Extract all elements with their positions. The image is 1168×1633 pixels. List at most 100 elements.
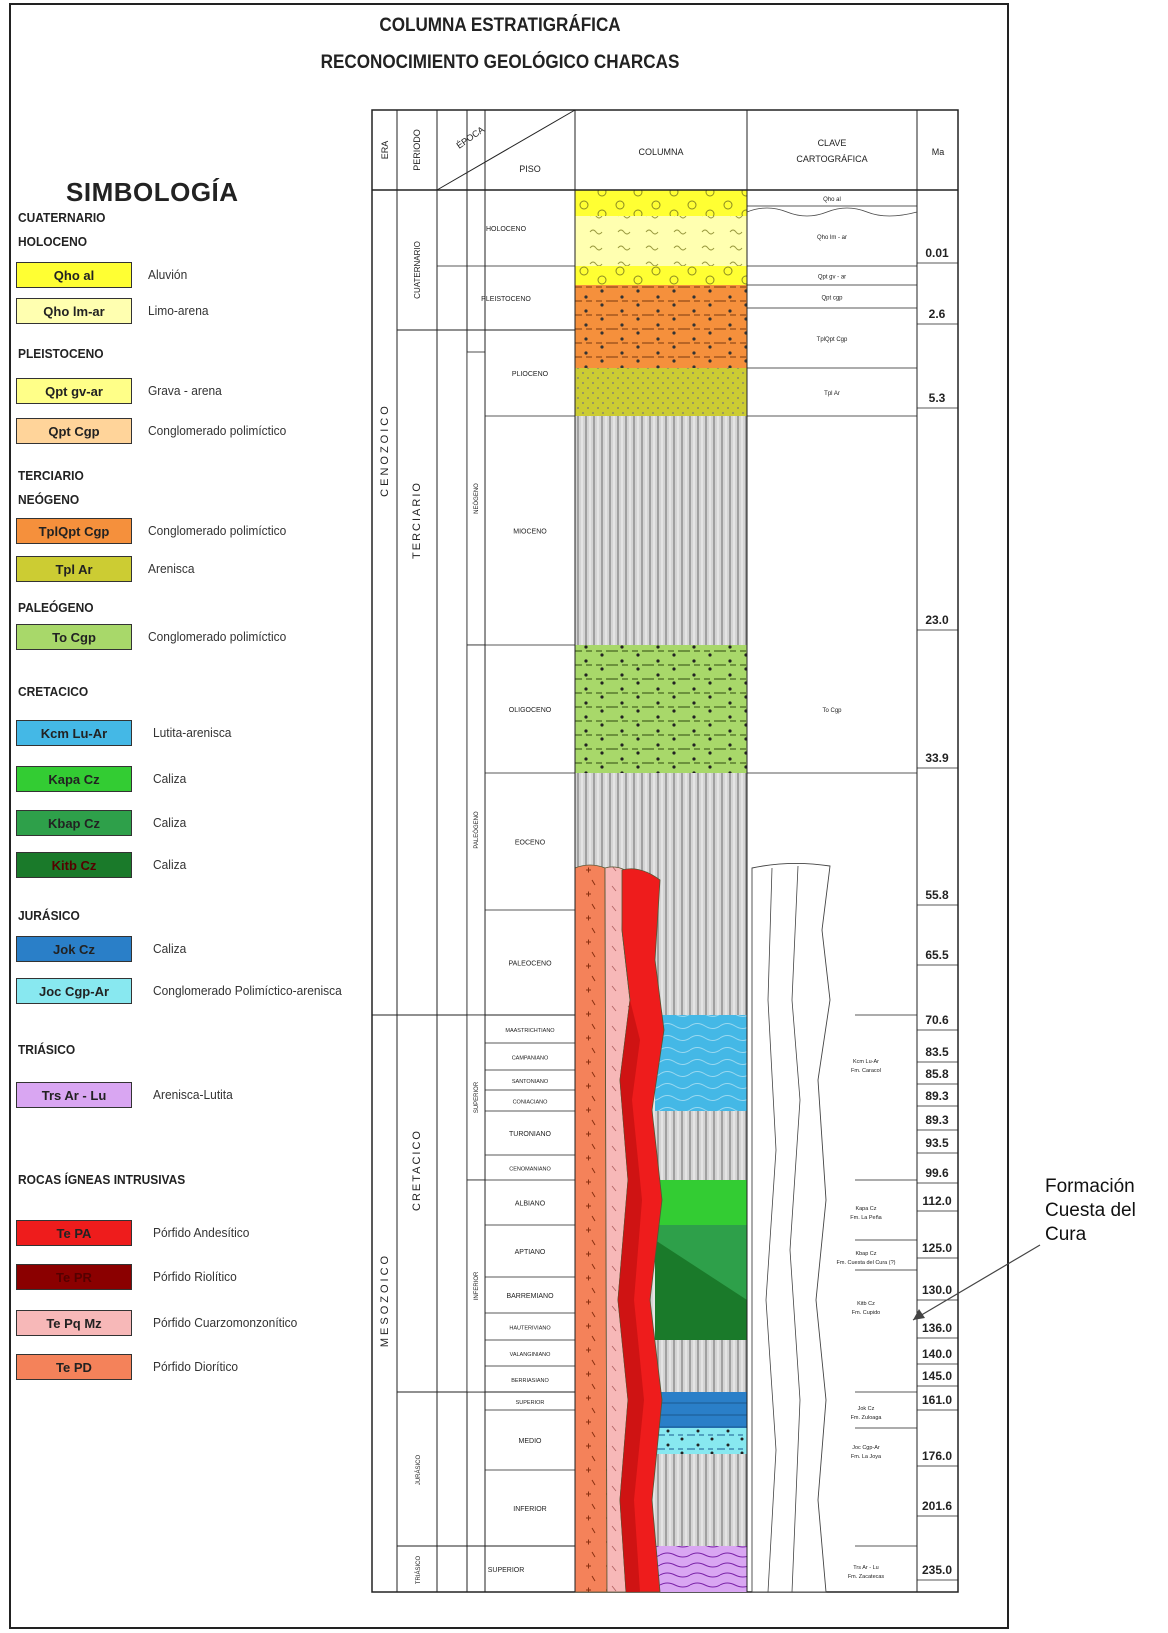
ma-value: 70.6	[925, 1013, 949, 1027]
ma-value: 85.8	[925, 1067, 949, 1081]
column-layer-jok	[655, 1392, 747, 1428]
column-layer	[575, 368, 747, 416]
legend-description: Conglomerado Polimíctico-arenisca	[153, 983, 342, 998]
legend-description: Pórfido Diorítico	[153, 1359, 239, 1374]
period-jurasico: JURÁSICO	[415, 1455, 422, 1486]
piso-label: MIOCENO	[513, 529, 547, 536]
period-cuaternario: CUATERNARIO	[413, 241, 422, 299]
ma-value: 112.0	[922, 1194, 952, 1208]
intrusive-te-pd	[574, 864, 608, 1593]
legend-description: Conglomerado polimíctico	[148, 523, 287, 538]
annotation-label: Formación Cuesta del Cura	[1045, 1175, 1136, 1247]
legend-swatch: Kapa Cz	[16, 766, 132, 792]
legend-heading-pleistoceno: PLEISTOCENO	[18, 346, 104, 361]
column-layer-trs	[655, 1546, 747, 1592]
ma-value: 201.6	[922, 1499, 952, 1513]
annotation-arrow	[912, 1244, 1041, 1321]
key-label: Tpl Ar	[824, 391, 840, 397]
ma-value: 93.5	[925, 1136, 949, 1150]
annotation-line-3: Cura	[1045, 1224, 1087, 1245]
key-label: Trs Ar - Lu	[853, 1565, 878, 1571]
legend-swatch: Kitb Cz	[16, 852, 132, 878]
legend-swatch: TplQpt Cgp	[16, 518, 132, 544]
key-label: Fm. Zuloaga	[851, 1415, 883, 1421]
header-periodo: PERIODO	[412, 129, 422, 171]
piso-label: BARREMIANO	[506, 1293, 554, 1300]
legend-heading-terciario: TERCIARIO	[18, 468, 84, 483]
piso-label: EOCENO	[515, 840, 546, 847]
column-layer	[575, 266, 747, 285]
ma-value: 145.0	[922, 1369, 952, 1383]
legend-swatch: Trs Ar - Lu	[16, 1082, 132, 1108]
key-label: Fm. Caracol	[851, 1068, 881, 1074]
key-label: Fm. Zacatecas	[848, 1574, 885, 1580]
subperiod-label: PALEÓGENO	[473, 811, 480, 849]
legend-swatch: Jok Cz	[16, 936, 132, 962]
column-layer-kitb	[655, 1240, 747, 1340]
legend-swatch: Qpt gv-ar	[16, 378, 132, 404]
legend-title: SIMBOLOGÍA	[66, 177, 239, 207]
column-layer	[575, 308, 747, 368]
legend-swatch: Te PA	[16, 1220, 132, 1246]
key-label: Fm. Cupido	[852, 1310, 880, 1316]
ma-value: 176.0	[922, 1449, 952, 1463]
key-label: Qpt gv - ar	[818, 275, 846, 281]
legend-description: Pórfido Cuarzomonzonítico	[153, 1315, 298, 1330]
legend-description: Caliza	[153, 771, 187, 786]
annotation-line-2: Cuesta del	[1045, 1200, 1136, 1221]
piso-label: BERRIASIANO	[511, 1378, 549, 1384]
piso-label: APTIANO	[515, 1249, 546, 1256]
piso-label: CENOMANIANO	[509, 1167, 551, 1173]
period-terciario: TERCIARIO	[411, 481, 423, 559]
column-layer	[575, 190, 747, 216]
legend-swatch: Tpl Ar	[16, 556, 132, 582]
legend-description: Pórfido Riolítico	[153, 1269, 237, 1284]
ma-value: 89.3	[925, 1089, 949, 1103]
key-label: Qho al	[823, 197, 841, 203]
legend-swatch: To Cgp	[16, 624, 132, 650]
legend-description: Pórfido Andesítico	[153, 1225, 250, 1240]
header-clave: CLAVE	[818, 138, 847, 148]
ma-value: 0.01	[925, 246, 949, 260]
legend-swatch: Kbap Cz	[16, 810, 132, 836]
legend-heading-cuaternario: CUATERNARIO	[18, 210, 106, 225]
ma-value: 136.0	[922, 1321, 952, 1335]
column-layer-joc	[655, 1428, 747, 1454]
key-label: Kbap Cz	[855, 1251, 876, 1257]
legend-swatch: Qho lm-ar	[16, 298, 132, 324]
ma-value: 130.0	[922, 1283, 952, 1297]
legend-swatch: Qpt Cgp	[16, 418, 132, 444]
subperiod-label: NEÓGENO	[473, 483, 480, 514]
piso-label: MAASTRICHTIANO	[505, 1028, 555, 1034]
key-label: Joc Cgp-Ar	[852, 1445, 880, 1451]
piso-label: MEDIO	[519, 1438, 543, 1445]
legend-swatch: Kcm Lu-Ar	[16, 720, 132, 746]
legend-swatch: Qho al	[16, 262, 132, 288]
legend-description: Caliza	[153, 815, 187, 830]
piso-label: HOLOCENO	[486, 226, 527, 233]
figure-frame	[9, 3, 1009, 1629]
key-label: Kitb Cz	[857, 1301, 875, 1307]
legend-swatch: Te PR	[16, 1264, 132, 1290]
legend-swatch: Te Pq Mz	[16, 1310, 132, 1336]
key-intrusive-line	[765, 867, 777, 1593]
ma-value: 89.3	[925, 1113, 949, 1127]
header-columna: COLUMNA	[638, 147, 683, 157]
piso-label: HAUTERIVIANO	[509, 1326, 551, 1332]
legend-heading-neogeno: NEÓGENO	[18, 492, 80, 507]
legend-description: Aluvión	[148, 267, 188, 282]
key-label: Qpt cgp	[821, 296, 843, 302]
piso-label: PLIOCENO	[512, 371, 549, 378]
era-cenozoico: CENOZOICO	[379, 403, 391, 497]
ma-value: 235.0	[922, 1563, 952, 1577]
header-ma: Ma	[932, 147, 945, 157]
legend-description: Arenisca-Lutita	[153, 1087, 233, 1102]
legend-description: Conglomerado polimíctico	[148, 629, 287, 644]
ma-value: 33.9	[925, 751, 949, 765]
ma-value: 2.6	[929, 307, 946, 321]
legend-description: Caliza	[153, 941, 187, 956]
key-unconformity	[746, 207, 918, 217]
annotation-arrowhead	[913, 1309, 925, 1320]
legend-heading-jurasico: JURÁSICO	[18, 908, 80, 923]
legend-heading-holoceno: HOLOCENO	[18, 234, 88, 249]
